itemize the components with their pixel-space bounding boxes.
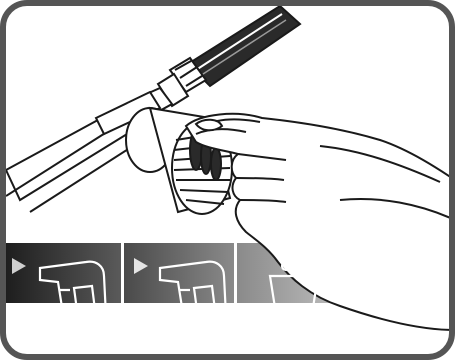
instruction-illustration xyxy=(0,0,455,360)
